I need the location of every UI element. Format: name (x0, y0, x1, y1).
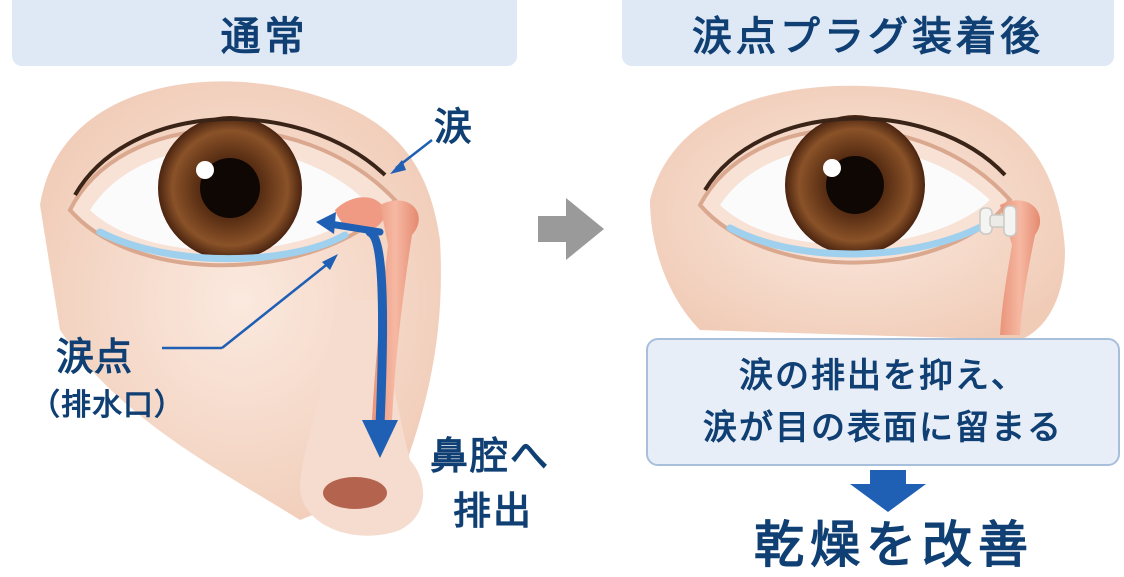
right-arrow-icon (538, 198, 604, 260)
panel-title-normal: 通常 (12, 0, 517, 66)
label-punctum: 涙点 (56, 326, 132, 381)
left-eye-illustration (40, 81, 441, 535)
right-eye-highlight (823, 159, 841, 177)
left-eye-highlight (196, 161, 214, 179)
result-line-2: 涙が目の表面に留まる (703, 402, 1063, 454)
left-nostril (323, 477, 387, 509)
outcome-text: 乾燥を改善 (744, 505, 1044, 577)
label-drain-out: 排出 (453, 480, 533, 535)
right-eye-illustration (650, 86, 1065, 340)
result-box: 涙の排出を抑え、 涙が目の表面に留まる (646, 338, 1120, 466)
label-tear: 涙 (434, 96, 472, 151)
label-punctum-note: （排水口） (30, 380, 185, 424)
result-line-1: 涙の排出を抑え、 (739, 350, 1027, 402)
panel-title-after-plug: 涙点プラグ装着後 (622, 0, 1114, 66)
label-nasal-cavity: 鼻腔へ (430, 425, 550, 480)
